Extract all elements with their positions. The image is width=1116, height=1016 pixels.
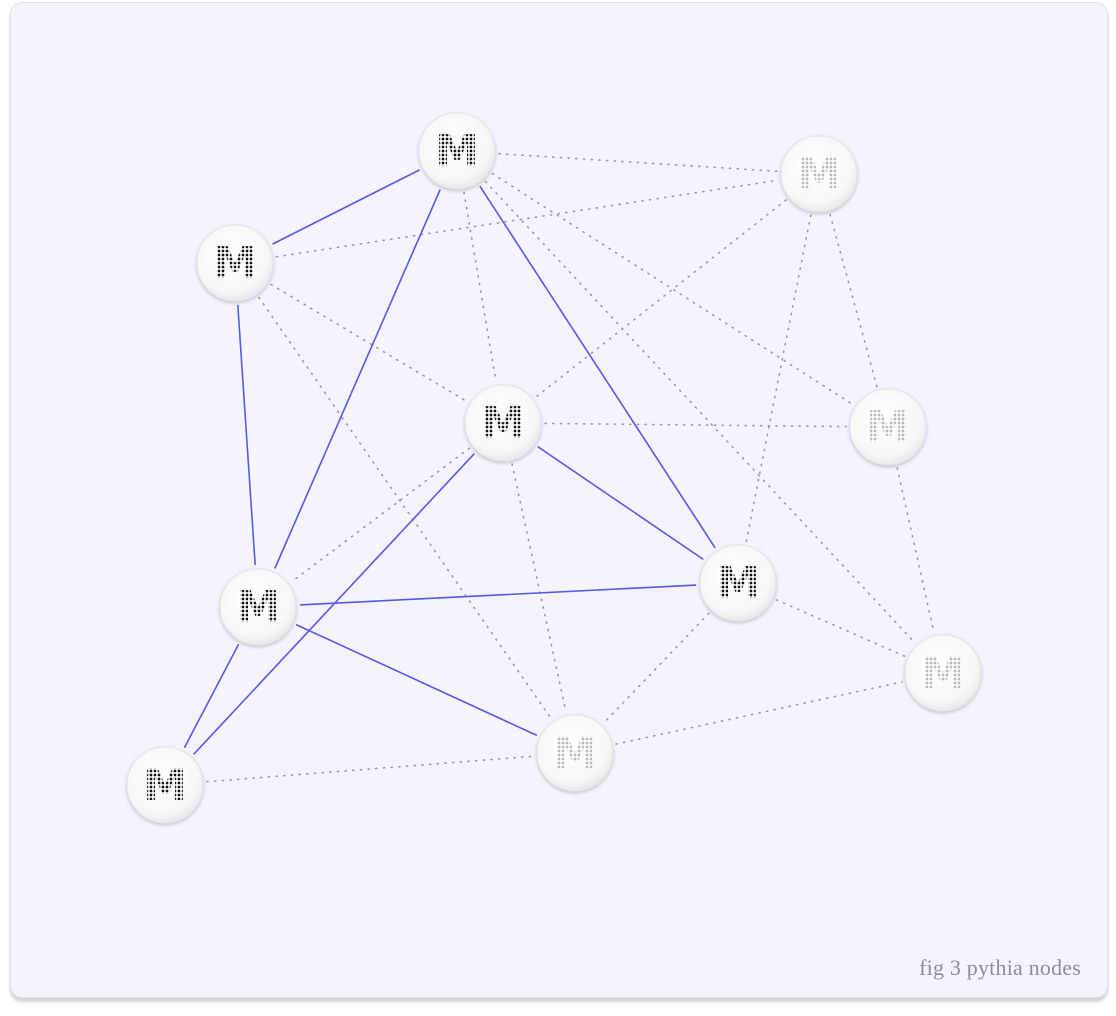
edge-dotted-n3-n4 (270, 283, 468, 403)
edge-dotted-n4-n7 (290, 447, 471, 583)
node-glyph-m-icon: M (797, 149, 841, 200)
node-n1-active[interactable]: M (418, 112, 496, 190)
edge-dotted-n4-n5 (544, 422, 847, 428)
edge-solid-n1-n7 (274, 189, 441, 569)
node-glyph-m-icon: M (236, 582, 280, 633)
node-network-diagram: M M M M M M M M M M (126, 112, 982, 824)
edge-dotted-n1-n8 (484, 180, 916, 644)
node-circle (780, 135, 858, 213)
node-circle (418, 112, 496, 190)
edge-solid-n7-n10 (183, 643, 240, 749)
node-n2-inactive[interactable]: M (780, 135, 858, 213)
edge-dotted-n2-n4 (535, 199, 787, 398)
node-glyph-m-icon: M (866, 402, 910, 453)
edge-dotted-n2-n5 (829, 213, 878, 388)
edge-dotted-n6-n9 (603, 612, 710, 724)
edge-dotted-n5-n8 (896, 467, 935, 633)
node-circle (904, 634, 982, 712)
node-circle (849, 388, 927, 466)
edge-dotted-n1-n5 (491, 172, 854, 406)
edge-dotted-n1-n2 (498, 152, 778, 173)
node-glyph-m-icon: M (716, 558, 760, 609)
edge-solid-n1-n6 (479, 185, 716, 549)
edge-dotted-n2-n6 (745, 214, 812, 543)
edge-dotted-n1-n4 (463, 191, 497, 383)
node-n10-active[interactable]: M (126, 746, 204, 824)
edge-solid-n1-n3 (272, 169, 420, 245)
node-glyph-m-icon: M (481, 398, 525, 449)
edges-layer (183, 152, 935, 783)
edge-solid-n7-n9 (295, 623, 538, 737)
node-circle (536, 714, 614, 792)
edge-dotted-n4-n9 (511, 463, 567, 713)
node-n7-active[interactable]: M (219, 568, 297, 646)
edge-dotted-n3-n9 (258, 296, 552, 720)
node-glyph-m-icon: M (143, 760, 187, 811)
node-circle (126, 746, 204, 824)
edge-solid-n7-n6 (299, 584, 697, 606)
node-n9-inactive[interactable]: M (536, 714, 614, 792)
node-glyph-m-icon: M (553, 728, 597, 779)
edge-solid-n3-n7 (237, 304, 256, 566)
nodes-layer: M M M M M M M M M M (126, 112, 982, 824)
node-glyph-m-icon: M (213, 238, 257, 289)
diagram-card: M M M M M M M M M M fig 3 pythia nodes (10, 2, 1108, 998)
node-glyph-m-icon: M (921, 648, 965, 699)
node-n4-active[interactable]: M (464, 384, 542, 462)
node-glyph-m-icon: M (435, 126, 479, 177)
edge-dotted-n6-n8 (775, 599, 906, 657)
node-circle (196, 224, 274, 302)
edge-dotted-n10-n9 (206, 755, 534, 783)
node-n3-active[interactable]: M (196, 224, 274, 302)
node-n5-inactive[interactable]: M (849, 388, 927, 466)
node-circle (464, 384, 542, 462)
edge-dotted-n3-n2 (275, 179, 779, 258)
node-n8-inactive[interactable]: M (904, 634, 982, 712)
node-circle (219, 568, 297, 646)
node-circle (699, 544, 777, 622)
edge-solid-n4-n6 (537, 445, 704, 561)
edge-solid-n4-n10 (193, 453, 475, 755)
figure-caption: fig 3 pythia nodes (919, 955, 1081, 980)
node-n6-active[interactable]: M (699, 544, 777, 622)
edge-dotted-n9-n8 (615, 681, 903, 745)
